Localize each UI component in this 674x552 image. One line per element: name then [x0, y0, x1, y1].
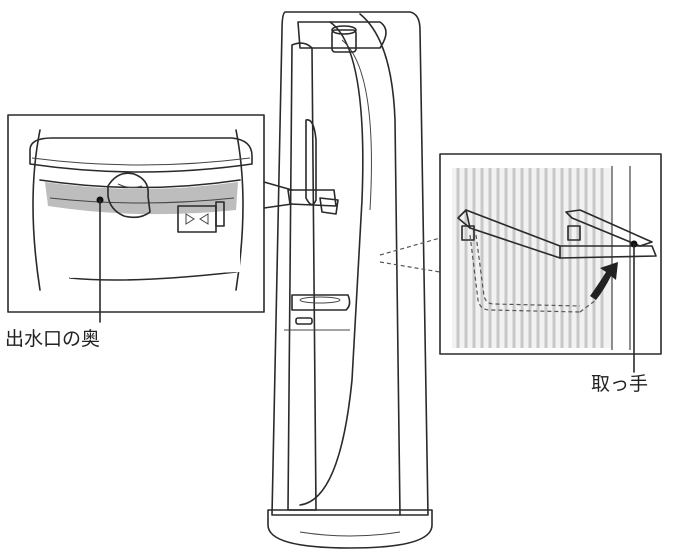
handle-detail-panel	[439, 153, 662, 373]
outlet-detail-panel	[7, 114, 265, 323]
triangle-markers-icon	[185, 213, 209, 225]
curved-arrow-icon	[590, 262, 618, 300]
handle-label: 取っ手	[591, 373, 649, 395]
outlet-back-label: 出水口の奥	[5, 328, 101, 350]
water-server	[263, 11, 441, 549]
